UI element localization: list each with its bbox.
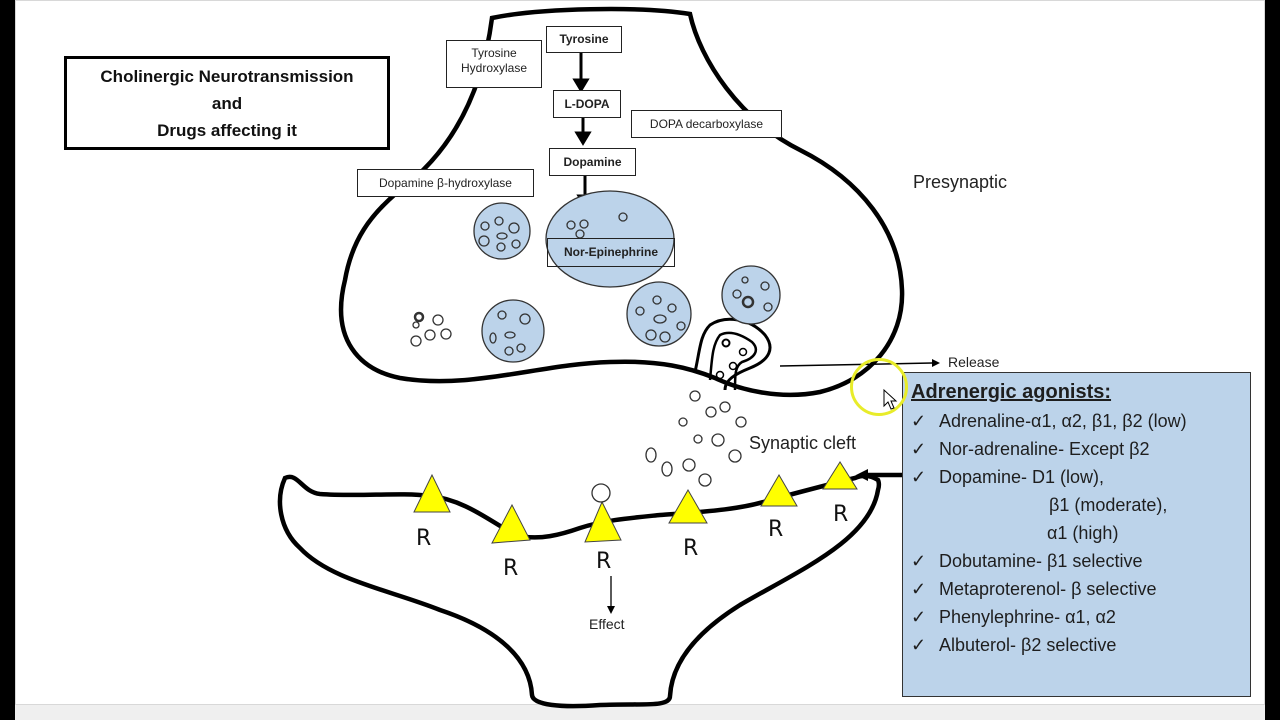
dopamine-box: Dopamine [549,148,636,176]
receptor-label: R [596,549,611,574]
receptor-triangle [822,461,858,490]
vesicle-molecules [478,212,773,356]
tyrosine-box: Tyrosine [546,26,622,53]
checkmark-icon: ✓ [911,467,927,487]
ligand-circle [591,483,611,503]
cleft-molecules [645,390,747,487]
agonists-title: Adrenergic agonists: [911,381,1112,403]
checkmark-icon: ✓ [911,607,927,627]
title-line-3: Drugs affecting it [157,121,297,140]
ldopa-box: L-DOPA [553,90,621,118]
agonist-text: Adrenaline-α1, α2, β1, β2 (low) [939,411,1187,431]
vesicle [626,281,692,347]
dopamine-b-hydroxylase-label: Dopamine β-hydroxylase [357,169,534,197]
mouse-pointer-icon [883,388,898,410]
pathway-arrows [572,52,594,209]
title-line-1: Cholinergic Neurotransmission [100,67,354,86]
vesicle-molecule [728,361,738,371]
slide-title: Cholinergic Neurotransmission and Drugs … [64,56,390,150]
agonist-text: Albuterol- β2 selective [939,635,1117,655]
agonist-item: ✓ Adrenaline-α1, α2, β1, β2 (low) [911,407,1250,435]
agonist-continuation: β1 (moderate), [1049,495,1168,515]
checkmark-icon: ✓ [911,579,927,599]
checkmark-icon: ✓ [911,439,927,459]
fusing-vesicle-inner [708,331,758,391]
presynaptic-membrane [338,6,905,398]
synaptic-cleft-label: Synaptic cleft [749,433,857,453]
vesicle-molecule [721,338,731,348]
vesicle-molecule [715,370,725,380]
receptor-triangle [584,500,622,543]
agonist-item: ✓ Dopamine- D1 (low), [911,463,1250,491]
receptor-triangle [668,488,708,524]
agonist-text: Dopamine- D1 (low), [939,467,1105,487]
receptor-label: R [503,556,518,581]
effect-label: Effect [589,616,625,632]
vesicles [473,190,781,363]
receptor-triangle [760,474,798,507]
receptor-label: R [833,502,848,527]
free-molecules-presynaptic [410,311,452,347]
agonist-item: ✓ Dobutamine- β1 selective [911,547,1250,575]
release-label: Release [948,354,1000,370]
agonist-item: ✓ Phenylephrine- α1, α2 [911,603,1250,631]
agonist-text: Metaproterenol- β selective [939,579,1157,599]
checkmark-icon: ✓ [911,635,927,655]
vesicle-molecule [738,347,748,357]
norepinephrine-box: Nor-Epinephrine [547,238,675,267]
agonist-item: ✓ Albuterol- β2 selective [911,631,1250,659]
receptor-labels: R R R R R R [416,502,848,581]
agonist-text: Phenylephrine- α1, α2 [939,607,1116,627]
postsynaptic-membrane [277,473,882,709]
agonist-continuation: α1 (high) [1047,523,1119,543]
receptor-triangle [491,503,531,544]
vesicle [473,202,531,260]
agonist-text: Nor-adrenaline- Except β2 [939,439,1150,459]
tyrosine-hydroxylase-label: Tyrosine Hydroxylase [446,40,542,88]
release-arrow [779,359,940,367]
agonist-item: ✓ Metaproterenol- β selective [911,575,1250,603]
receptor-label: R [416,526,431,551]
checkmark-icon: ✓ [911,551,927,571]
drug-arrow [856,469,902,481]
presynaptic-label: Presynaptic [913,172,1008,192]
receptors [413,461,858,544]
agonists-list: ✓ Adrenaline-α1, α2, β1, β2 (low) ✓ Nor-adr… [911,407,1250,659]
effect-arrow [607,576,615,614]
receptor-label: R [683,536,698,561]
agonist-item: ✓ Nor-adrenaline- Except β2 [911,435,1250,463]
bottom-bar [15,705,1265,720]
title-line-2: and [211,94,243,113]
checkmark-icon: ✓ [911,411,927,431]
adrenergic-agonists-panel: Adrenergic agonists: ✓ Adrenaline-α1, α2,… [902,372,1251,697]
dopa-decarboxylase-label: DOPA decarboxylase [631,110,782,138]
receptor-label: R [768,517,783,542]
receptor-triangle [413,473,451,513]
agonist-text: Dobutamine- β1 selective [939,551,1143,571]
vesicle [721,265,781,325]
cursor-highlight-ring [850,358,908,416]
fusing-vesicle-outer [693,317,772,391]
